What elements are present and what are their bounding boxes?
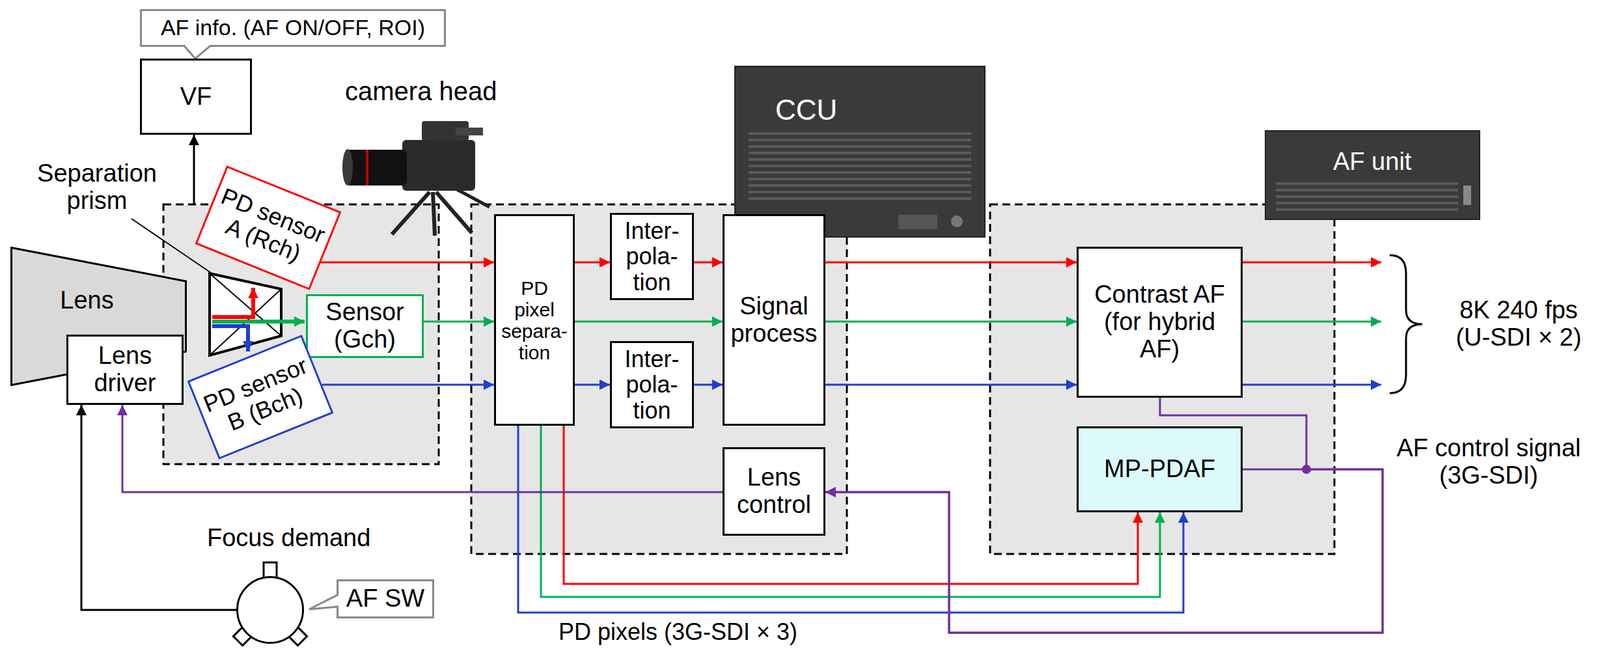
tripod-leg [436, 192, 472, 234]
node-text: AF SW [346, 585, 425, 613]
node-text: Lens [59, 287, 114, 315]
connector [825, 397, 1383, 633]
prism-outline [209, 273, 282, 356]
connector [563, 425, 1138, 584]
connector [320, 261, 495, 264]
connector [574, 261, 610, 264]
prism-beam [212, 326, 249, 352]
node-text: Lens control [728, 464, 820, 519]
tripod-leg [432, 192, 435, 236]
tripod-leg [391, 192, 430, 235]
label-text: Separation prism [25, 160, 169, 215]
sensor-box: Sensor (Gch) [305, 294, 424, 359]
camera-handle [455, 127, 483, 136]
ccu-region: CCUPD pixel separa- tionInter- pola- tio… [471, 204, 847, 554]
callout-path [309, 580, 434, 618]
label-holder: AF control signal (3G-SDI) [1384, 434, 1593, 490]
process-box: Inter- pola- tion [609, 341, 694, 429]
af-unit-switch [1463, 185, 1472, 206]
node-text: PD sensor B (Bch) [198, 352, 322, 442]
process-box: Signal process [722, 214, 826, 426]
af-unit-grill [1275, 183, 1459, 210]
connector [825, 320, 1077, 323]
process-box: Contrast AF (for hybrid AF) [1076, 246, 1243, 398]
separation-prism [209, 273, 282, 356]
node-text: MP-PDAF [1103, 455, 1216, 483]
camera-photo [342, 121, 490, 236]
connector [693, 261, 723, 264]
connector [193, 134, 196, 205]
connector [322, 384, 495, 387]
callout-path [141, 10, 446, 60]
prism-beam [212, 319, 305, 324]
ccu-panel [898, 214, 938, 230]
af-unit-housing [1265, 130, 1480, 220]
node-text: AF info. (AF ON/OFF, ROI) [160, 15, 426, 40]
lens-front [342, 149, 353, 186]
camera-body [402, 139, 476, 191]
heading-text: AF unit [1333, 148, 1412, 176]
node-text: Sensor (Gch) [311, 298, 418, 354]
ccu-photo [734, 66, 985, 237]
node-text: VF [180, 83, 213, 111]
callout-box: AF SW [336, 579, 435, 619]
node-text: Contrast AF (for hybrid AF) [1082, 281, 1237, 363]
process-box: Inter- pola- tion [609, 212, 694, 301]
node-text: Inter- pola- tion [615, 346, 689, 424]
lens-stripe [365, 149, 369, 186]
process-box: PD pixel separa- tion [494, 214, 575, 426]
af-unit-photo [1265, 130, 1480, 220]
af-unit-region: AF unitContrast AF (for hybrid AF)MP-PDA… [990, 204, 1335, 554]
label-holder: Separation prism [25, 160, 169, 215]
connector [423, 320, 495, 323]
region-group [163, 204, 1335, 554]
node-text: Inter- pola- tion [615, 218, 689, 296]
heading-text: Focus demand [206, 524, 371, 552]
process-box: MP-PDAF [1076, 426, 1243, 513]
camera-head-region: camera headPD sensor A (Rch)Sensor (Gch)… [163, 204, 439, 465]
node-text: PD sensor A (Rch) [206, 182, 330, 273]
viewfinder-box: VF [139, 58, 252, 135]
knob-tabs [233, 562, 307, 646]
process-box: Lens control [722, 447, 826, 536]
node-text: Lens driver [72, 342, 178, 398]
heading-text: CCU [775, 94, 838, 126]
connector [825, 261, 1077, 264]
connector [540, 425, 1160, 597]
prism-facets [209, 273, 282, 356]
output-arrow [1242, 320, 1382, 323]
connector [825, 384, 1077, 387]
connector [574, 320, 723, 323]
ccu-housing [734, 66, 985, 237]
label-text: 8K 240 fps (U-SDI × 2) [1441, 296, 1596, 352]
dashed-region [471, 204, 847, 554]
driver-box: Lens driver [66, 334, 184, 405]
focus-demand-knob: Focus demand [236, 576, 304, 644]
output-arrow [1242, 261, 1382, 264]
callout-box: AF info. (AF ON/OFF, ROI) [139, 9, 446, 47]
connector [574, 384, 610, 387]
dashed-region [990, 204, 1335, 554]
label-text: AF control signal (3G-SDI) [1384, 434, 1593, 490]
label-holder: 8K 240 fps (U-SDI × 2) [1441, 296, 1596, 352]
heading-text: camera head [344, 76, 497, 106]
ccu-grill [748, 133, 972, 199]
output-arrow [1242, 384, 1382, 387]
curly-bracket [1389, 255, 1423, 394]
pd-sensor-box: PD sensor A (Rch) [195, 165, 342, 291]
prism-beam [212, 287, 254, 318]
label-text: PD pixels (3G-SDI × 3) [558, 619, 845, 646]
label-holder: PD pixels (3G-SDI × 3) [558, 619, 845, 646]
pan-bar [455, 188, 490, 207]
node-text: Signal process [728, 292, 820, 348]
node-text: PD pixel separa- tion [499, 277, 569, 364]
connector [693, 384, 723, 387]
camera-lens-barrel [344, 149, 407, 186]
ccu-connector [951, 215, 963, 228]
